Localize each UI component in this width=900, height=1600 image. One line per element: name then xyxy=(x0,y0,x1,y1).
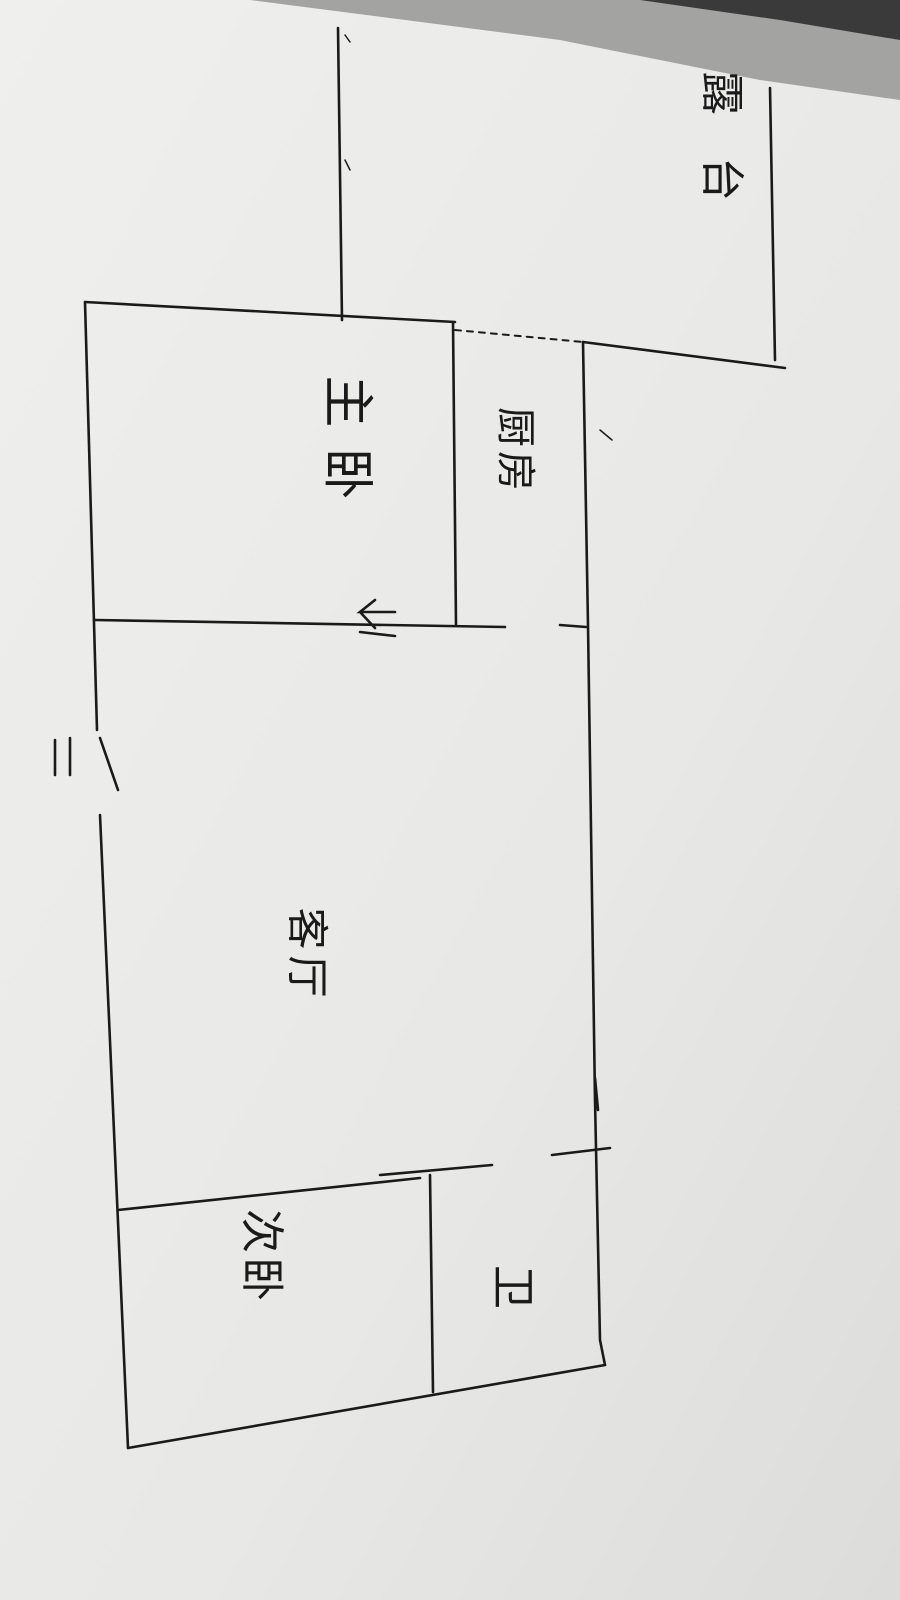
master-door-arrow xyxy=(356,598,397,638)
bathroom-wall xyxy=(428,1173,435,1394)
room-label-kitchen: 厨房 xyxy=(492,407,538,495)
room-label-master-bedroom: 主卧 xyxy=(316,375,377,520)
room-label-second-bedroom: 次卧 xyxy=(236,1209,287,1305)
terrace-marks xyxy=(344,34,613,441)
dark-corner xyxy=(640,0,900,40)
terrace-right-wall xyxy=(768,86,777,362)
room-label-living-room: 客厅 xyxy=(282,907,332,1004)
entry-arrow xyxy=(53,736,120,792)
bathroom-top-wall xyxy=(378,1163,494,1177)
second-bedroom-top-wall xyxy=(116,1176,422,1212)
bottom-wall xyxy=(126,1363,607,1450)
room-label-terrace: 露台 xyxy=(696,71,747,243)
top-wall-right xyxy=(581,340,787,370)
terrace-left-wall xyxy=(336,26,344,322)
right-wall-ticks xyxy=(550,623,612,1157)
right-wall xyxy=(581,340,607,1367)
left-wall-upper xyxy=(83,300,99,732)
room-label-bathroom: 卫 xyxy=(487,1265,538,1309)
master-bedroom-wall xyxy=(93,618,507,629)
top-wall xyxy=(83,300,457,324)
kitchen-wall xyxy=(451,320,458,627)
kitchen-terrace-opening xyxy=(454,329,584,343)
paper-edge-shadow xyxy=(250,0,900,100)
left-wall-lower xyxy=(98,813,130,1450)
